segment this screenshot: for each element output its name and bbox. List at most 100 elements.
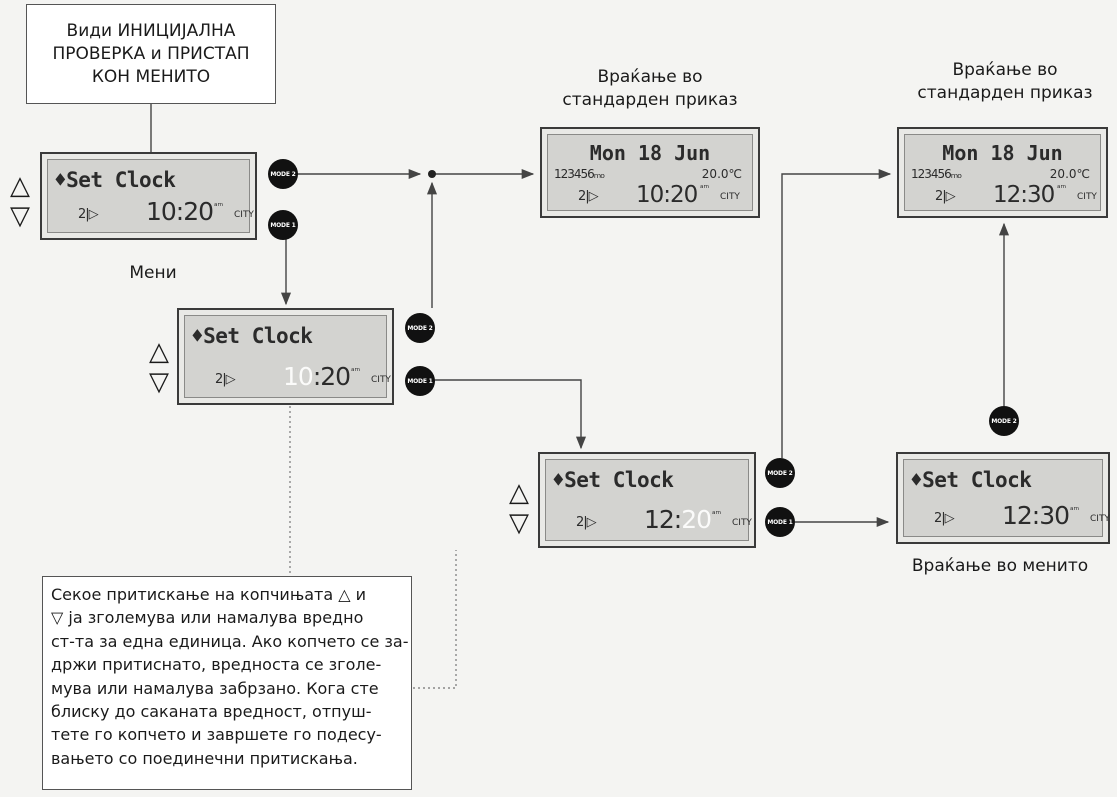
lcd-menu-text: ♦Set Clock bbox=[910, 468, 1032, 492]
lcd-date: Mon 18 Jun bbox=[942, 141, 1063, 165]
lcd-level: 2|▷ bbox=[934, 511, 955, 526]
up-arrow-icon: △ bbox=[149, 337, 169, 367]
updown-arrows-1: △ ▽ bbox=[10, 173, 30, 233]
lcd-date: Mon 18 Jun bbox=[589, 141, 711, 165]
lcd-city: CITY bbox=[732, 518, 752, 528]
lcd-bottom-line: 2|▷ 12:30 ᵃᵐ CITY bbox=[911, 180, 1097, 208]
lcd-days: 123456ₘₒ bbox=[554, 167, 605, 181]
mode1-button-2[interactable]: MODE 1 bbox=[405, 366, 435, 396]
lcd-menu-set-clock: ♦Set Clock 2|▷ 10:20 ᵃᵐ CITY bbox=[40, 152, 257, 240]
lcd-ampm: ᵃᵐ bbox=[351, 367, 361, 377]
lcd-time-minutes: :20 bbox=[312, 362, 351, 391]
lcd-menu-set-clock-1230: ♦Set Clock 2|▷ 12:30 ᵃᵐ CITY bbox=[896, 452, 1110, 544]
lcd-time: 12:30 bbox=[1002, 501, 1070, 530]
return-standard-caption-1-line2: стандарден приказ bbox=[562, 90, 738, 110]
lcd-time-hour-blinking: 10 bbox=[283, 362, 314, 391]
note-line-2: ▽ ја зголемува или намалува вредно bbox=[51, 608, 364, 628]
lcd-time: 10:20 bbox=[146, 197, 214, 226]
lcd-city: CITY bbox=[1090, 514, 1110, 524]
up-arrow-icon: △ bbox=[509, 478, 529, 508]
mode2-button-4[interactable]: MODE 2 bbox=[989, 406, 1019, 436]
mode2-button-3[interactable]: MODE 2 bbox=[765, 458, 795, 488]
note-line-1: Секое притискање на копчињата △ и bbox=[51, 585, 366, 604]
return-standard-caption-2: Враќање во стандарден приказ bbox=[900, 59, 1110, 105]
dotted-lcd3-to-note bbox=[413, 550, 457, 689]
lcd-screen: ♦Set Clock 2|▷ 10:20 ᵃᵐ CITY bbox=[184, 315, 391, 398]
lcd-ampm: ᵃᵐ bbox=[214, 202, 224, 212]
initial-check-box: Види ИНИЦИЈАЛНА ПРОВЕРКА и ПРИСТАП КОН М… bbox=[26, 4, 276, 104]
lcd-menu-text: ♦Set Clock bbox=[54, 168, 176, 192]
mode1-button-3[interactable]: MODE 1 bbox=[765, 507, 795, 537]
down-arrow-icon: ▽ bbox=[10, 201, 30, 231]
note-line-6: блиску до саканата вредност, отпуш- bbox=[51, 702, 372, 722]
note-line-4: држи притиснато, вредноста се зголе- bbox=[51, 655, 382, 675]
return-standard-caption-1: Враќање во стандарден приказ bbox=[545, 66, 755, 112]
lcd-level: 2|▷ bbox=[576, 515, 597, 530]
initial-check-line2: ПРОВЕРКА и ПРИСТАП bbox=[52, 43, 250, 64]
mode2-button-2[interactable]: MODE 2 bbox=[405, 313, 435, 343]
updown-arrows-3: △ ▽ bbox=[509, 480, 529, 540]
lcd-screen: Mon 18 Jun 123456ₘₒ 20.0℃ 2|▷ 12:30 ᵃᵐ C… bbox=[904, 134, 1101, 211]
note-line-5: мува или намалува забрзано. Кога сте bbox=[51, 678, 379, 698]
up-arrow-icon: △ bbox=[10, 171, 30, 201]
lcd-screen: ♦Set Clock 2|▷ 12:20 ᵃᵐ CITY bbox=[545, 459, 752, 541]
lcd-level: 2|▷ bbox=[215, 372, 236, 387]
lcd-temperature: 20.0℃ bbox=[1049, 167, 1090, 181]
lcd-level: 2|▷ bbox=[578, 189, 599, 204]
menu-caption: Мени bbox=[129, 263, 177, 283]
lcd-city: CITY bbox=[1077, 192, 1097, 202]
lcd-city: CITY bbox=[720, 192, 740, 202]
return-standard-caption-2-line2: стандарден приказ bbox=[917, 83, 1093, 103]
lcd-time: 10:20 bbox=[636, 182, 698, 208]
return-standard-caption-2-line1: Враќање во bbox=[952, 60, 1058, 80]
lcd-bottom-line: 2|▷ 10:20 ᵃᵐ CITY bbox=[191, 361, 391, 391]
mode1-button-1[interactable]: MODE 1 bbox=[268, 210, 298, 240]
down-arrow-icon: ▽ bbox=[149, 367, 169, 397]
down-arrow-icon: ▽ bbox=[509, 508, 529, 538]
lcd-bottom-line: 2|▷ 12:20 ᵃᵐ CITY bbox=[552, 504, 752, 534]
lcd-screen: ♦Set Clock 2|▷ 10:20 ᵃᵐ CITY bbox=[47, 159, 254, 233]
lcd-time-hour: 12: bbox=[644, 505, 682, 534]
note-line-7: тете го копчето и завршете го подесу- bbox=[51, 725, 382, 745]
lcd-bottom-line: 2|▷ 12:30 ᵃᵐ CITY bbox=[910, 500, 1110, 530]
arrow-lcd2-to-lcd3 bbox=[433, 379, 587, 450]
lcd-time-minutes-blinking: 20 bbox=[681, 505, 712, 534]
lcd-standard-display-2: Mon 18 Jun 123456ₘₒ 20.0℃ 2|▷ 12:30 ᵃᵐ C… bbox=[897, 127, 1108, 218]
arrow-lcd3-to-std2 bbox=[781, 168, 892, 458]
note-line-3: ст-та за една единица. Ако копчето се за… bbox=[51, 631, 409, 651]
lcd-days: 123456ₘₒ bbox=[911, 167, 962, 181]
lcd-bottom-line: 2|▷ 10:20 ᵃᵐ CITY bbox=[54, 196, 254, 226]
lcd-screen: ♦Set Clock 2|▷ 12:30 ᵃᵐ CITY bbox=[903, 459, 1110, 537]
note-line-8: вањето со поединечни притискања. bbox=[51, 748, 358, 768]
updown-arrows-2: △ ▽ bbox=[149, 339, 169, 399]
lcd-temperature: 20.0℃ bbox=[701, 167, 742, 181]
lcd-city: CITY bbox=[234, 210, 254, 220]
initial-check-line1: Види ИНИЦИЈАЛНА bbox=[66, 20, 236, 41]
lcd-mid-line: 123456ₘₒ 20.0℃ bbox=[911, 167, 1094, 183]
lcd-ampm: ᵃᵐ bbox=[712, 510, 722, 520]
lcd-time: 12:20 bbox=[644, 505, 712, 534]
lcd-ampm: ᵃᵐ bbox=[1070, 506, 1080, 516]
lcd-ampm: ᵃᵐ bbox=[1057, 184, 1067, 194]
lcd-standard-display-1: Mon 18 Jun 123456ₘₒ 20.0℃ 2|▷ 10:20 ᵃᵐ C… bbox=[540, 127, 760, 218]
lcd-bottom-line: 2|▷ 10:20 ᵃᵐ CITY bbox=[554, 180, 746, 208]
lcd-mid-line: 123456ₘₒ 20.0℃ bbox=[554, 167, 746, 183]
return-menu-caption: Враќање во менито bbox=[911, 556, 1089, 576]
lcd-time: 10:20 bbox=[283, 362, 351, 391]
lcd-time: 12:30 bbox=[993, 182, 1055, 208]
lcd-level: 2|▷ bbox=[935, 189, 956, 204]
return-standard-caption-1-line1: Враќање во bbox=[597, 67, 703, 87]
lcd-menu-text: ♦Set Clock bbox=[552, 468, 674, 492]
lcd-ampm: ᵃᵐ bbox=[700, 184, 710, 194]
lcd-set-hour: ♦Set Clock 2|▷ 10:20 ᵃᵐ CITY bbox=[177, 308, 394, 405]
instruction-note: Секое притискање на копчињата △ и ▽ ја з… bbox=[42, 576, 412, 790]
lcd-screen: Mon 18 Jun 123456ₘₒ 20.0℃ 2|▷ 10:20 ᵃᵐ C… bbox=[547, 134, 753, 211]
lcd-city: CITY bbox=[371, 375, 391, 385]
lcd-level: 2|▷ bbox=[78, 207, 99, 222]
initial-check-line3: КОН МЕНИТО bbox=[91, 66, 211, 87]
lcd-menu-text: ♦Set Clock bbox=[191, 324, 313, 348]
lcd-set-minutes: ♦Set Clock 2|▷ 12:20 ᵃᵐ CITY bbox=[538, 452, 756, 548]
mode2-button-1[interactable]: MODE 2 bbox=[268, 159, 298, 189]
junction-dot bbox=[428, 170, 436, 178]
